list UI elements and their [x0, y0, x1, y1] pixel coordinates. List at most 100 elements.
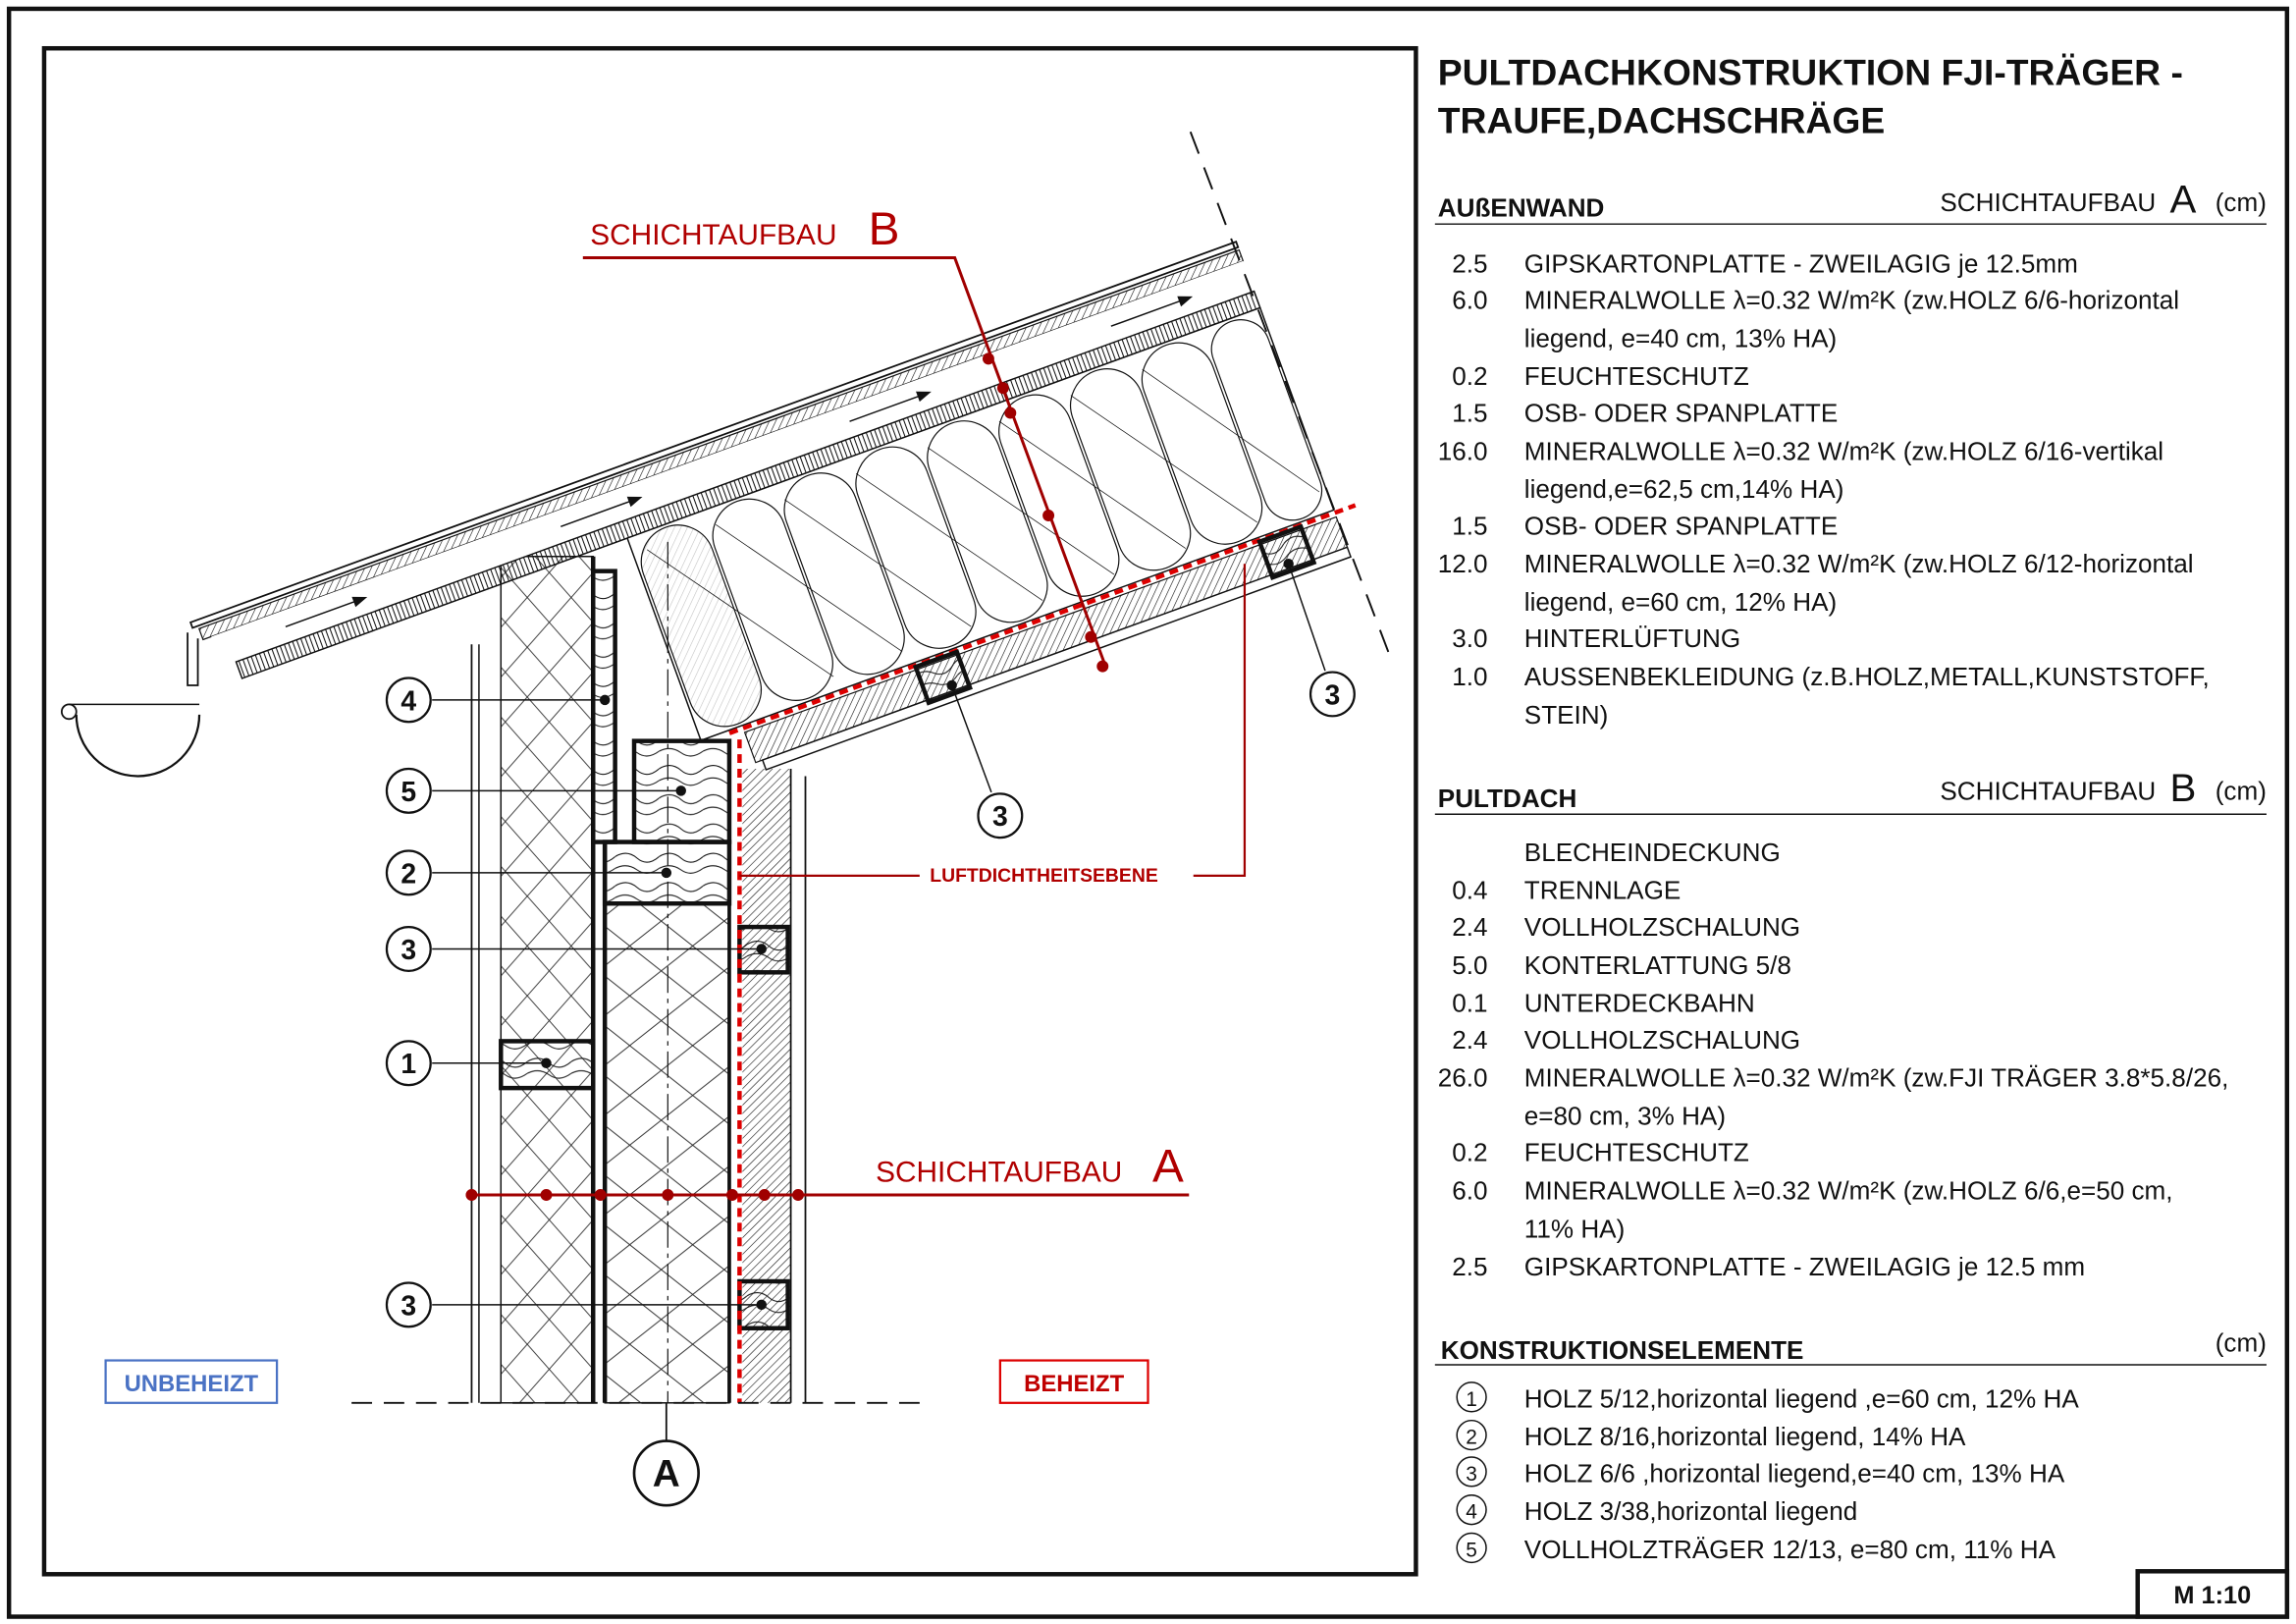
svg-text:GIPSKARTONPLATTE - ZWEILAGIG j: GIPSKARTONPLATTE - ZWEILAGIG je 12.5 mm	[1524, 1252, 2085, 1281]
sheet-title-line2: TRAUFE,DACHSCHRÄGE	[1438, 100, 1885, 141]
svg-text:FEUCHTESCHUTZ: FEUCHTESCHUTZ	[1524, 361, 1749, 391]
svg-text:2.5: 2.5	[1452, 248, 1487, 278]
drawing-frame	[41, 45, 1418, 1577]
sheet-border	[6, 6, 2290, 1619]
svg-text:OSB- ODER SPANPLATTE: OSB- ODER SPANPLATTE	[1524, 511, 1838, 540]
svg-text:e=80 cm, 3% HA): e=80 cm, 3% HA)	[1524, 1101, 1726, 1130]
svg-text:TRENNLAGE: TRENNLAGE	[1524, 876, 1682, 905]
svg-text:MINERALWOLLE λ=0.32 W/m²K (zw.: MINERALWOLLE λ=0.32 W/m²K (zw.HOLZ 6/6-h…	[1524, 286, 2179, 315]
svg-text:VOLLHOLZSCHALUNG: VOLLHOLZSCHALUNG	[1524, 1025, 1800, 1055]
svg-text:KONSTRUKTIONSELEMENTE: KONSTRUKTIONSELEMENTE	[1441, 1335, 1804, 1365]
svg-text:HOLZ 8/16,horizontal liegend,: HOLZ 8/16,horizontal liegend, 14% HA	[1524, 1422, 1966, 1451]
svg-text:liegend, e=60 cm, 12% HA): liegend, e=60 cm, 12% HA)	[1524, 587, 1837, 617]
svg-text:16.0: 16.0	[1438, 436, 1488, 465]
svg-text:HOLZ 5/12,horizontal liegend ,: HOLZ 5/12,horizontal liegend ,e=60 cm, 1…	[1524, 1383, 2080, 1413]
svg-text:VOLLHOLZTRÄGER 12/13, e=80 cm,: VOLLHOLZTRÄGER 12/13, e=80 cm, 11% HA	[1524, 1535, 2056, 1564]
callout-4: 4	[385, 677, 432, 724]
callout-3-roof-a: 3	[977, 792, 1024, 839]
svg-text:1.5: 1.5	[1452, 399, 1487, 428]
section-marker-a: A	[632, 1402, 700, 1507]
roof-cut-line	[1189, 131, 1392, 660]
callout-1: 1	[385, 1040, 432, 1087]
svg-text:B: B	[2170, 766, 2197, 810]
svg-text:5: 5	[400, 777, 416, 808]
svg-text:11% HA): 11% HA)	[1524, 1214, 1625, 1243]
section-b-indicator: SCHICHTAUFBAU B	[582, 203, 1109, 673]
svg-text:KONTERLATTUNG 5/8: KONTERLATTUNG 5/8	[1524, 950, 1791, 980]
insulation-batts	[640, 319, 1323, 728]
svg-text:AUßENWAND: AUßENWAND	[1438, 193, 1605, 223]
sheet-title-line1: PULTDACHKONSTRUKTION FJI-TRÄGER -	[1438, 52, 2183, 93]
board-4	[591, 568, 617, 844]
svg-text:2.4: 2.4	[1452, 1025, 1487, 1055]
svg-text:2: 2	[1466, 1427, 1477, 1449]
svg-text:liegend, e=40 cm, 13% HA): liegend, e=40 cm, 13% HA)	[1524, 323, 1837, 352]
section-a-indicator: SCHICHTAUFBAU A	[465, 1141, 1190, 1201]
svg-text:A: A	[2170, 177, 2197, 221]
svg-text:SCHICHTAUFBAU: SCHICHTAUFBAU	[1940, 776, 2156, 805]
svg-text:STEIN): STEIN)	[1524, 700, 1609, 730]
svg-text:12.0: 12.0	[1438, 549, 1488, 578]
svg-text:1: 1	[400, 1049, 416, 1080]
svg-text:2.4: 2.4	[1452, 912, 1487, 942]
svg-text:3.0: 3.0	[1452, 623, 1487, 653]
svg-text:4: 4	[400, 685, 416, 717]
svg-text:2: 2	[400, 858, 416, 890]
scale-box: M 1:10	[2135, 1569, 2290, 1619]
gutter	[60, 632, 201, 778]
aussenwand-legend: AUßENWAND SCHICHTAUFBAU A (cm) 2.5 GIPSKA…	[1434, 177, 2267, 730]
section-b-label: SCHICHTAUFBAU	[590, 219, 836, 251]
callout-3-roof-b: 3	[1308, 671, 1356, 718]
svg-text:3: 3	[1466, 1463, 1477, 1486]
svg-text:6.0: 6.0	[1452, 1175, 1487, 1205]
svg-text:HINTERLÜFTUNG: HINTERLÜFTUNG	[1524, 623, 1740, 653]
roof-batten-3a	[912, 649, 973, 706]
roof-batten-3b	[1256, 523, 1317, 581]
unheated-label: UNBEHEIZT	[104, 1359, 279, 1404]
svg-text:3: 3	[992, 801, 1008, 833]
svg-text:6.0: 6.0	[1452, 286, 1487, 315]
svg-text:SCHICHTAUFBAU: SCHICHTAUFBAU	[1940, 188, 2156, 217]
svg-text:HOLZ 3/38,horizontal liegend: HOLZ 3/38,horizontal liegend	[1524, 1496, 1857, 1526]
svg-text:OSB- ODER SPANPLATTE: OSB- ODER SPANPLATTE	[1524, 399, 1838, 428]
svg-text:GIPSKARTONPLATTE - ZWEILAGIG j: GIPSKARTONPLATTE - ZWEILAGIG je 12.5mm	[1524, 248, 2078, 278]
svg-text:MINERALWOLLE λ=0.32 W/m²K (zw.: MINERALWOLLE λ=0.32 W/m²K (zw.FJI TRÄGER…	[1524, 1063, 2229, 1093]
svg-text:MINERALWOLLE λ=0.32 W/m²K (zw.: MINERALWOLLE λ=0.32 W/m²K (zw.HOLZ 6/12-…	[1524, 549, 2194, 578]
svg-text:FEUCHTESCHUTZ: FEUCHTESCHUTZ	[1524, 1138, 1749, 1167]
svg-text:5.0: 5.0	[1452, 950, 1487, 980]
svg-text:2.5: 2.5	[1452, 1252, 1487, 1281]
svg-text:0.2: 0.2	[1452, 1138, 1487, 1167]
svg-text:VOLLHOLZSCHALUNG: VOLLHOLZSCHALUNG	[1524, 912, 1800, 942]
svg-text:5: 5	[1466, 1539, 1477, 1561]
callout-3-lower: 3	[385, 1281, 432, 1328]
heated-label: BEHEIZT	[998, 1359, 1149, 1404]
svg-text:0.4: 0.4	[1452, 876, 1487, 905]
svg-text:PULTDACH: PULTDACH	[1438, 784, 1577, 813]
svg-text:LUFTDICHTHEITSEBENE: LUFTDICHTHEITSEBENE	[930, 865, 1158, 887]
callouts	[432, 563, 1326, 1306]
callout-5: 5	[385, 767, 432, 814]
callout-3: 3	[385, 925, 432, 972]
section-b-letter: B	[869, 203, 900, 255]
svg-text:3: 3	[400, 935, 416, 966]
svg-text:M 1:10: M 1:10	[2173, 1582, 2251, 1609]
section-a-label: SCHICHTAUFBAU	[876, 1157, 1122, 1189]
air-flow-arrows	[285, 296, 1194, 627]
svg-text:BLECHEINDECKUNG: BLECHEINDECKUNG	[1524, 838, 1781, 867]
svg-text:UNBEHEIZT: UNBEHEIZT	[125, 1371, 259, 1397]
svg-text:26.0: 26.0	[1438, 1063, 1488, 1093]
svg-text:1: 1	[1466, 1388, 1477, 1411]
svg-text:(cm): (cm)	[2216, 188, 2267, 217]
svg-text:3: 3	[400, 1290, 416, 1322]
svg-text:1.5: 1.5	[1452, 511, 1487, 540]
svg-text:liegend,e=62,5 cm,14% HA): liegend,e=62,5 cm,14% HA)	[1524, 474, 1844, 504]
svg-text:0.1: 0.1	[1452, 989, 1487, 1018]
svg-text:A: A	[653, 1453, 680, 1495]
svg-text:4: 4	[1466, 1501, 1477, 1524]
callout-2: 2	[385, 849, 432, 896]
section-a-letter: A	[1152, 1141, 1184, 1193]
airtight-layer-callout: LUFTDICHTHEITSEBENE	[739, 564, 1247, 887]
svg-text:1.0: 1.0	[1452, 662, 1487, 691]
